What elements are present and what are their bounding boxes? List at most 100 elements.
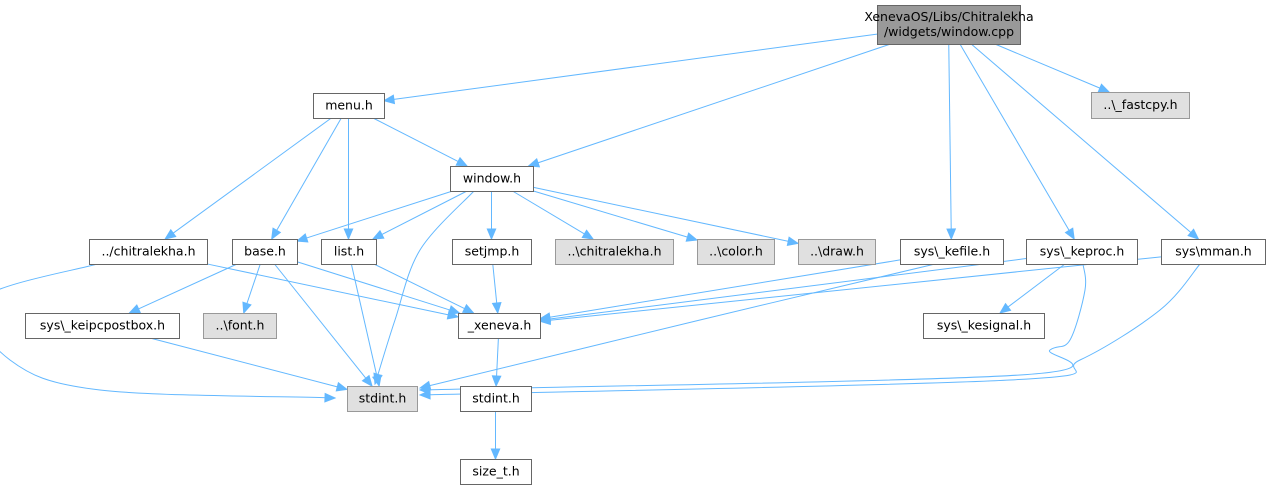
node-mman-h[interactable]: sys\mman.h (1161, 239, 1266, 265)
node-root[interactable]: XenevaOS/Libs/Chitralekha/widgets/window… (864, 5, 1034, 45)
arrowhead-icon (491, 375, 502, 388)
node-box[interactable] (460, 459, 532, 485)
node-label: ..\chitralekha.h (567, 244, 661, 259)
edge-line (948, 43, 952, 231)
node-label: XenevaOS/Libs/Chitralekha (864, 9, 1033, 24)
edge-line (274, 263, 367, 380)
node-label: sys\_keipcpostbox.h (40, 318, 165, 333)
arrowhead-icon (538, 315, 551, 326)
edge-root-to-keproc_h (959, 43, 1075, 241)
arrowhead-icon (946, 228, 957, 241)
edge-line (959, 43, 1071, 232)
node-box[interactable] (900, 239, 1004, 265)
edge-line (373, 263, 466, 310)
edge-menu_h-to-base_h (271, 117, 342, 241)
edge-line (246, 263, 261, 305)
edge-root-to-mman_h (970, 43, 1200, 240)
edge-line (296, 261, 451, 311)
node-keproc-h[interactable]: sys\_keproc.h (1026, 239, 1138, 265)
node-box[interactable] (877, 5, 1021, 45)
edge-line (536, 43, 891, 164)
node-label: stdint.h (359, 391, 407, 406)
node-draw-h[interactable]: ..\draw.h (798, 239, 876, 265)
node-box[interactable] (25, 313, 180, 339)
node-box[interactable] (452, 239, 532, 265)
node-window-h[interactable]: window.h (450, 166, 534, 192)
node-chitralekha-ext-h[interactable]: ..\chitralekha.h (555, 239, 674, 265)
arrowhead-icon (581, 229, 595, 240)
arrowhead-icon (455, 156, 469, 167)
node-label: menu.h (325, 98, 373, 113)
edge-line (492, 263, 498, 305)
edge-line (305, 190, 453, 239)
node-stdint-ext-h[interactable]: stdint.h (347, 386, 418, 412)
node-base-h[interactable]: base.h (232, 239, 298, 265)
edge-line (149, 337, 339, 388)
edge-line (994, 43, 1101, 89)
node-color-h[interactable]: ..\color.h (697, 239, 775, 265)
arrowhead-icon (461, 303, 475, 314)
node-kefile-h[interactable]: sys\_kefile.h (900, 239, 1004, 265)
node-label: ..\_fastcpy.h (1103, 97, 1177, 112)
edge-root-to-menu_h (382, 33, 878, 105)
edge-line (206, 263, 450, 316)
node-box[interactable] (458, 313, 541, 339)
node-xeneva-h[interactable]: _xeneva.h (458, 313, 541, 339)
node-box[interactable] (347, 386, 418, 412)
node-box[interactable] (450, 166, 534, 192)
node-box[interactable] (1026, 239, 1138, 265)
node-box[interactable] (232, 239, 298, 265)
node-label: ..\font.h (216, 318, 265, 333)
arrowhead-icon (685, 232, 699, 242)
node-label: /widgets/window.cpp (884, 24, 1014, 39)
edge-window_h-to-base_h (295, 190, 453, 243)
arrowhead-icon (271, 227, 282, 241)
node-box[interactable] (460, 386, 532, 412)
node-label: stdint.h (472, 391, 520, 406)
arrowhead-icon (295, 233, 309, 243)
node-stdint-h[interactable]: stdint.h (460, 386, 532, 412)
node-label: sys\_kefile.h (914, 244, 990, 259)
node-label: sys\_kesignal.h (937, 318, 1031, 333)
node-box[interactable] (1091, 92, 1190, 119)
edge-root-to-fastcpy_h (994, 43, 1111, 93)
node-box[interactable] (697, 239, 775, 265)
node-box[interactable] (313, 93, 385, 119)
arrowhead-icon (486, 228, 497, 241)
edge-window_h-to-list_h (371, 190, 468, 240)
node-fastcpy-h[interactable]: ..\_fastcpy.h (1091, 92, 1190, 119)
edge-window_h-to-color_h (532, 190, 699, 242)
node-box[interactable] (1161, 239, 1266, 265)
node-chitralekha-rel-h[interactable]: ../chitralekha.h (89, 239, 208, 265)
edge-chitralekha_rel_h-to-stdint_ext_h (0, 263, 337, 403)
node-list-h[interactable]: list.h (321, 239, 377, 265)
edge-root-to-kefile_h (946, 43, 957, 241)
edge-mman_h-to-stdint_ext_h (418, 263, 1201, 400)
node-label: ..\color.h (709, 244, 763, 259)
node-setjmp-h[interactable]: setjmp.h (452, 239, 532, 265)
node-box[interactable] (798, 239, 876, 265)
arrowhead-icon (164, 228, 177, 240)
node-keipcpostbox-h[interactable]: sys\_keipcpostbox.h (25, 313, 180, 339)
node-box[interactable] (89, 239, 208, 265)
edge-xeneva_h-to-stdint_h (491, 337, 502, 388)
node-size-t-h[interactable]: size_t.h (460, 459, 532, 485)
edge-line (1006, 263, 1066, 308)
edge-line (137, 263, 238, 310)
node-kesignal-h[interactable]: sys\_kesignal.h (923, 313, 1045, 339)
node-label: ../chitralekha.h (101, 244, 195, 259)
arrowhead-icon (418, 389, 431, 400)
edge-line (496, 337, 499, 378)
node-box[interactable] (321, 239, 377, 265)
node-label: ..\draw.h (810, 244, 864, 259)
edge-base_h-to-stdint_ext_h (274, 263, 373, 388)
node-box[interactable] (203, 313, 277, 339)
arrowhead-icon (371, 229, 385, 240)
arrowhead-icon (490, 448, 501, 461)
node-menu-h[interactable]: menu.h (313, 93, 385, 119)
edge-window_h-to-stdint_ext_h (373, 190, 475, 386)
node-font-h[interactable]: ..\font.h (203, 313, 277, 339)
node-box[interactable] (555, 239, 674, 265)
node-box[interactable] (923, 313, 1045, 339)
node-label: window.h (463, 171, 521, 186)
